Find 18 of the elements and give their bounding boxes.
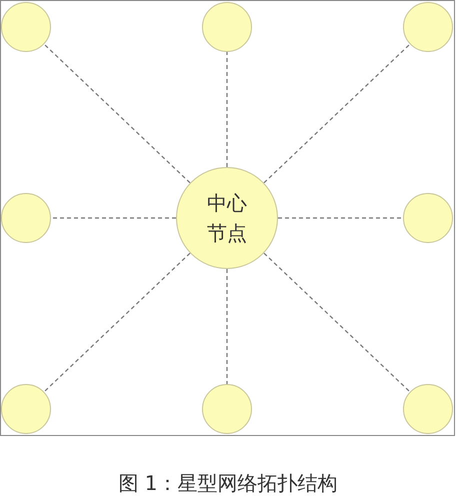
- dashed-connector: [226, 269, 228, 384]
- node-label: 中心节点: [206, 190, 248, 247]
- dashed-connector: [264, 44, 410, 184]
- node-circle: [403, 384, 453, 434]
- node-circle: [202, 384, 252, 434]
- figure-caption: 图 1：星型网络拓扑结构: [117, 470, 339, 497]
- node-circle: [1, 193, 51, 243]
- dashed-connector: [44, 44, 190, 184]
- dashed-connector: [51, 217, 176, 219]
- node-circle: [403, 2, 453, 52]
- dashed-connector: [226, 52, 228, 167]
- node-circle: [1, 384, 51, 434]
- dashed-connector: [278, 217, 403, 219]
- node-circle: [403, 193, 453, 243]
- node-circle: [202, 2, 252, 52]
- dashed-connector: [264, 252, 410, 392]
- node-circle: [1, 2, 51, 52]
- dashed-connector: [44, 252, 190, 392]
